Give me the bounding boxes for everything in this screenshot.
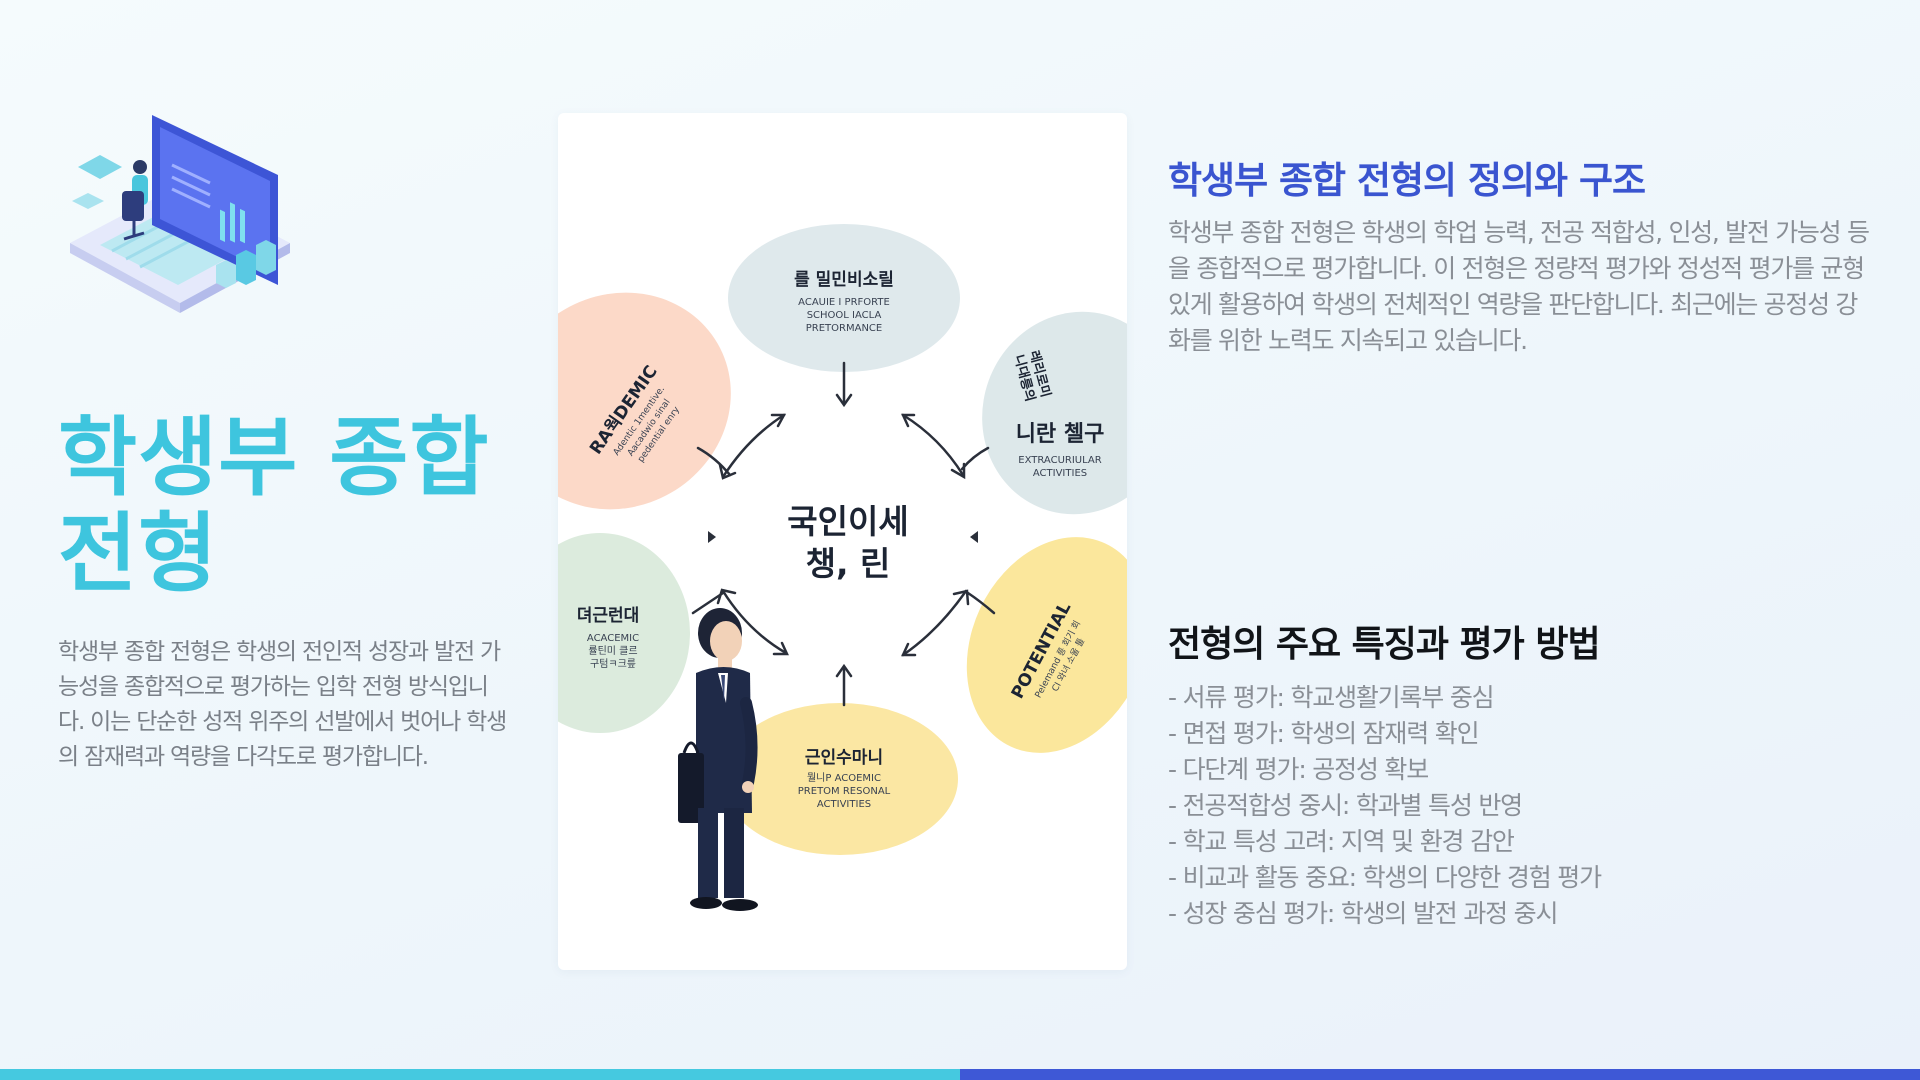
page-title: 학생부 종합 전형 [58,410,528,602]
top-title: 를 밀민비소릴 [794,269,894,290]
page-title-line2: 전형 [58,504,219,604]
upper-right-sub2: ACTIVITIES [1033,468,1087,479]
bottom-title: 근인수마니 [805,748,883,768]
student-in-suit-figure [678,608,758,911]
page-title-line1: 학생부 종합 [58,408,490,508]
list-item: - 다단계 평가: 공정성 확보 [1168,755,1429,784]
center-line1: 국인이세 [787,502,908,541]
list-item: - 면접 평가: 학생의 잠재력 확인 [1168,719,1480,748]
blob-bottom [722,703,958,855]
accent-segment-cyan [0,1069,960,1080]
list-item: - 비교과 활동 중요: 학생의 다양한 경험 평가 [1168,863,1602,892]
upper-right-title: 니란 첼구 [1016,422,1105,447]
bottom-sub1: 뭘니P ACOEMIC [807,772,881,784]
blob-lower-left [558,533,690,733]
isometric-laptop-analytics-icon [70,115,290,313]
bottom-accent-bar [0,1069,1920,1080]
feature-list: - 서류 평가: 학교생활기록부 중심 - 면접 평가: 학생의 잠재력 확인 … [1168,680,1888,932]
top-sub2: SCHOOL IACLA [807,310,882,321]
list-item: - 전공적합성 중시: 학과별 특성 반영 [1168,791,1523,820]
top-sub1: ACAUIE I PRFORTE [798,297,890,308]
lower-left-sub3: 구텀ㅋ크릎 [590,658,636,670]
bottom-sub2: PRETOM RESONAL [798,786,891,797]
top-sub3: PRETORMANCE [806,323,882,334]
lower-left-sub2: 률틴미 클르 [588,645,637,657]
arrow-lower-right [901,589,968,657]
section-body-definition: 학생부 종합 전형은 학생의 학업 능력, 전공 적합성, 인성, 발전 가능성… [1168,218,1870,355]
arrow-upper-right [901,413,965,477]
intro-paragraph: 학생부 종합 전형은 학생의 전인적 성장과 발전 가능성을 종합적으로 평가하… [58,639,507,770]
upper-right-sub1: EXTRACURIULAR [1018,455,1101,466]
bottom-sub3: ACTIVITIES [817,799,871,810]
list-item: - 서류 평가: 학교생활기록부 중심 [1168,683,1495,712]
blob-top [728,224,960,372]
lower-left-sub1: ACACEMIC [587,633,639,644]
list-item: - 학교 특성 고려: 지역 및 환경 감안 [1168,827,1515,856]
arrow-lower-left [721,589,788,655]
section-heading-definition: 학생부 종합 전형의 정의와 구조 [1168,159,1646,202]
blob-lower-right [966,537,1127,753]
list-item: - 성장 중심 평가: 학생의 발전 과정 중시 [1168,899,1558,928]
accent-segment-blue [960,1069,1920,1080]
arrow-upper-left [721,413,786,479]
center-line2: 챙, 린 [806,544,891,583]
section-heading-features: 전형의 주요 특징과 평가 방법 [1168,624,1601,665]
blob-upper-left [558,292,731,510]
diagram-image: 를 밀민비소릴 ACAUIE I PRFORTE SCHOOL IACLA PR… [558,113,1127,970]
lower-left-title: 뎌근런대 [577,606,640,626]
blob-upper-right [982,311,1127,515]
